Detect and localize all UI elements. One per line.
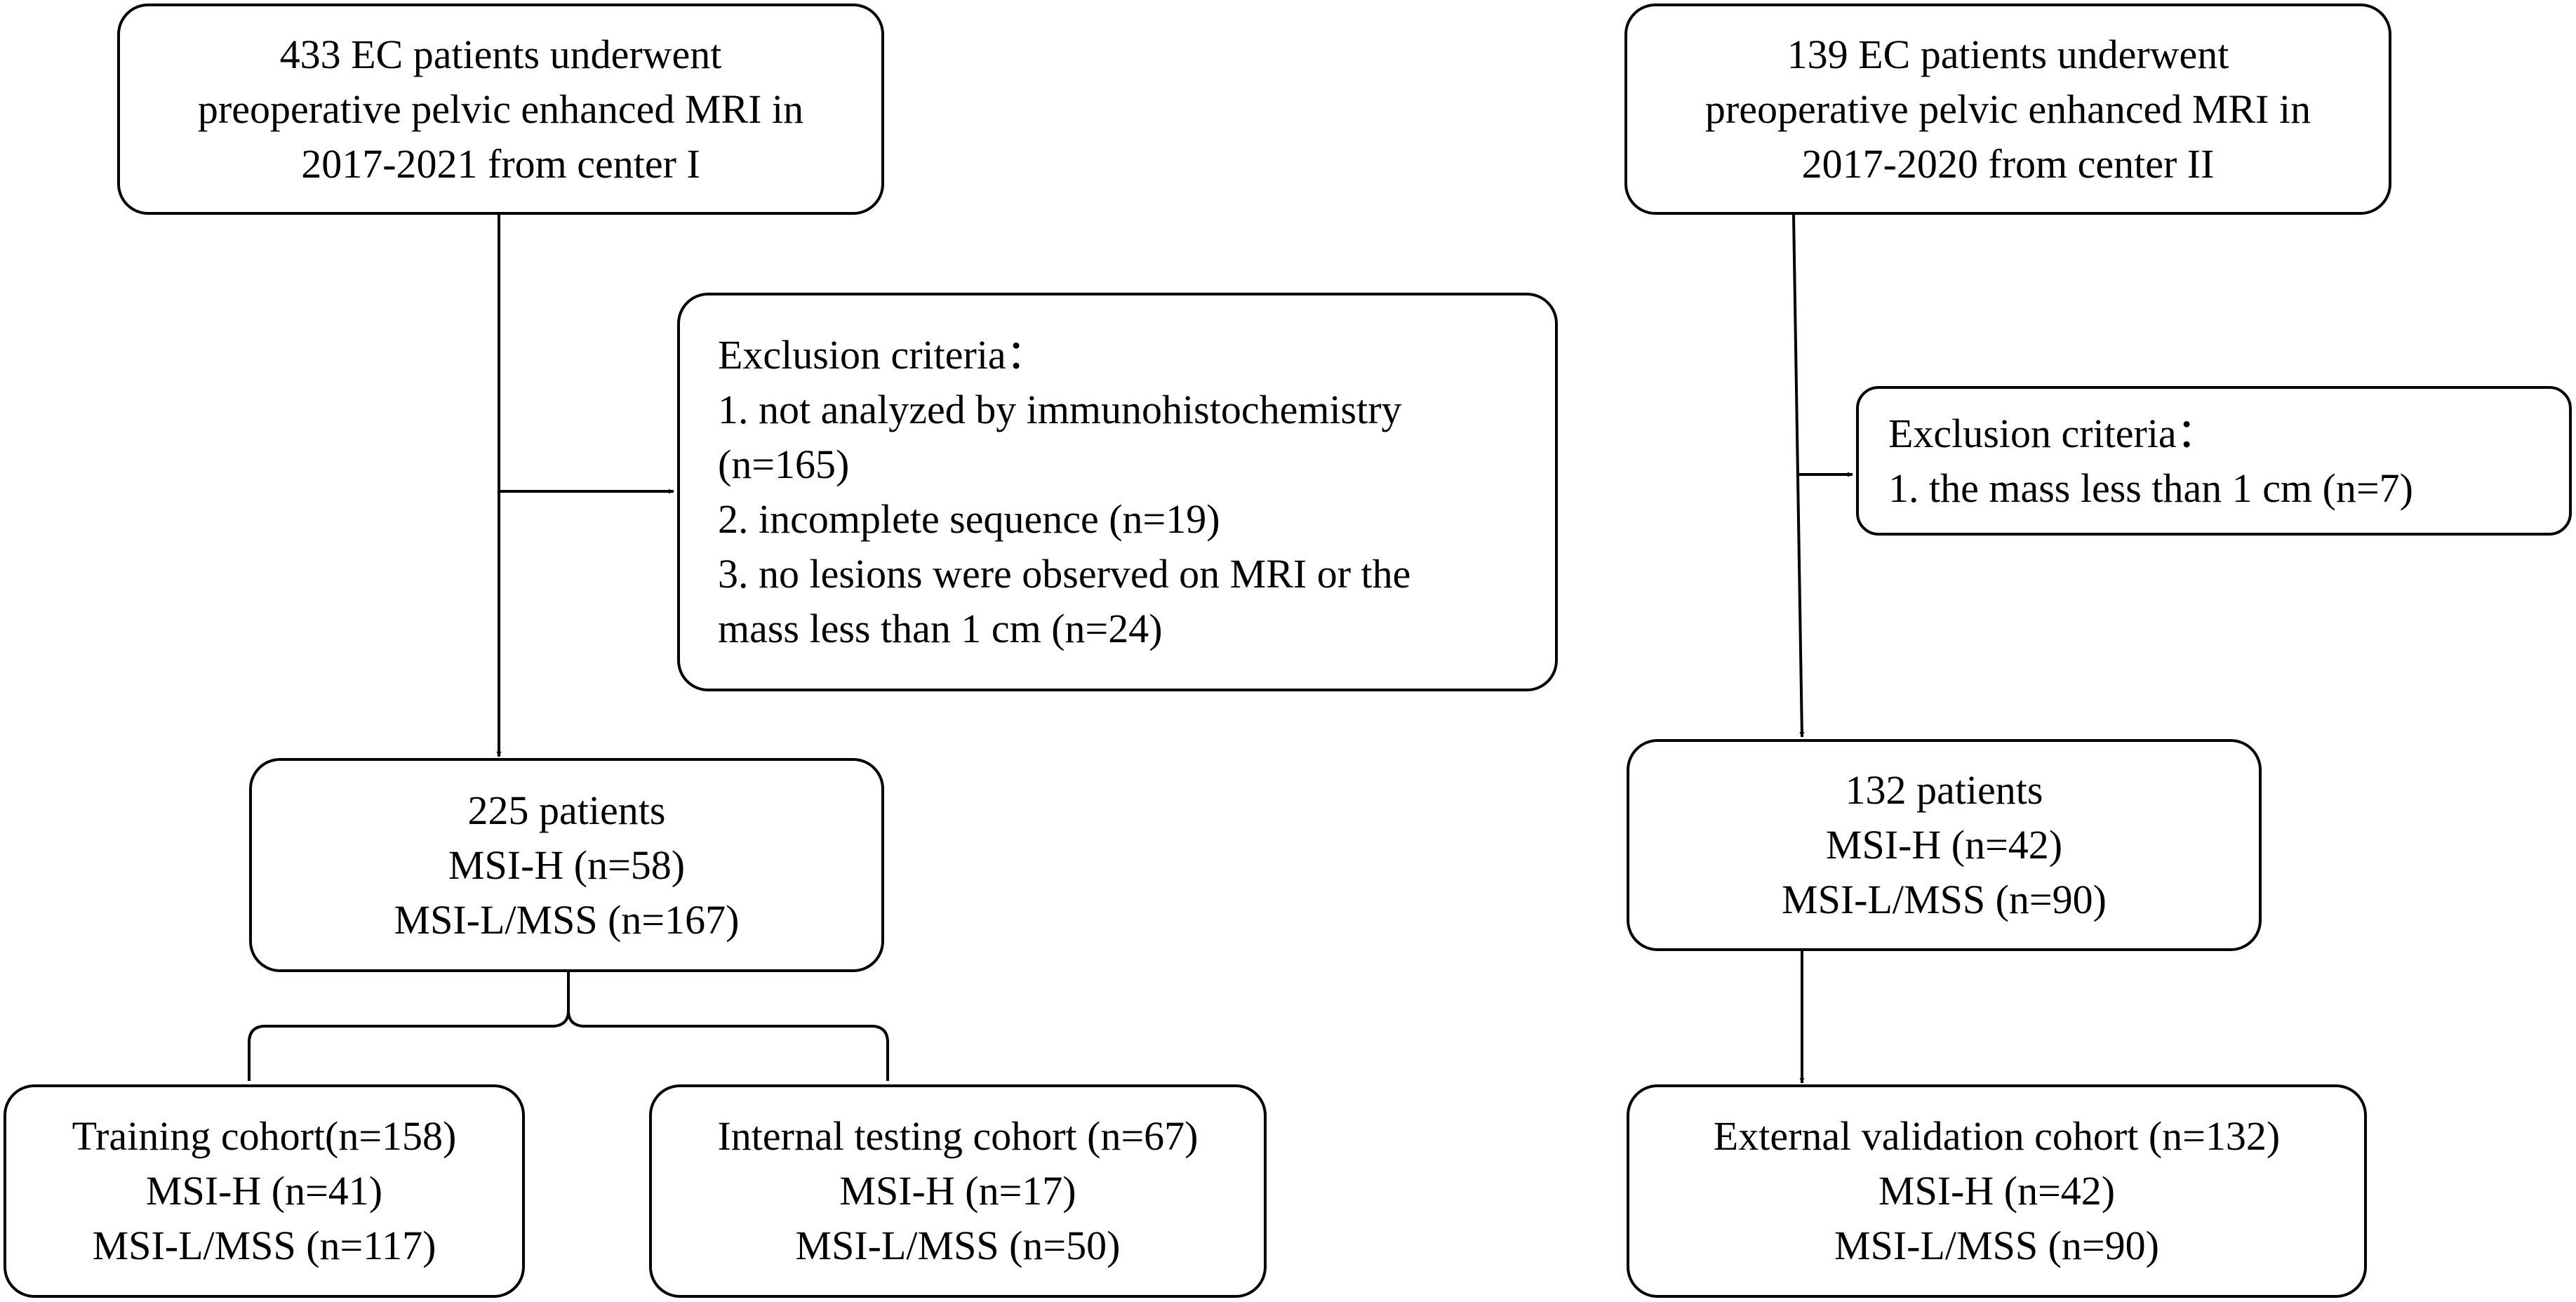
center2-exclusion-line-2: 1. the mass less than 1 cm (n=7): [1888, 465, 2413, 511]
center1-exclusion-line-4: 2. incomplete sequence (n=19): [718, 496, 1220, 542]
internal-testing-cohort-line-2: MSI-H (n=17): [839, 1168, 1076, 1214]
center1-included-box: 225 patients MSI-H (n=58) MSI-L/MSS (n=1…: [249, 758, 884, 972]
center2-source-box: 139 EC patients underwent preoperative p…: [1624, 4, 2391, 215]
training-cohort-line-1: Training cohort(n=158): [72, 1113, 457, 1159]
center2-exclusion-line-1: Exclusion criteria：: [1888, 410, 2217, 456]
training-cohort-line-2: MSI-H (n=41): [145, 1168, 383, 1214]
center1-exclusion-box: Exclusion criteria： 1. not analyzed by i…: [677, 293, 1558, 691]
split-bracket: [248, 972, 889, 1081]
center2-included-line-1: 132 patients: [1845, 767, 2043, 813]
center1-exclusion-line-1: Exclusion criteria：: [718, 332, 1047, 378]
center1-exclusion-line-3: (n=165): [718, 441, 850, 487]
center2-included-box: 132 patients MSI-H (n=42) MSI-L/MSS (n=9…: [1627, 739, 2262, 951]
center1-exclusion-line-6: mass less than 1 cm (n=24): [718, 606, 1163, 651]
center2-exclusion-box: Exclusion criteria： 1. the mass less tha…: [1856, 386, 2572, 536]
center1-source-line-3: 2017-2021 from center I: [301, 140, 700, 187]
center2-included-line-2: MSI-H (n=42): [1825, 822, 2063, 868]
center1-included-line-3: MSI-L/MSS (n=167): [394, 896, 740, 943]
center1-source-line-2: preoperative pelvic enhanced MRI in: [197, 86, 804, 132]
center1-exclusion-line-5: 3. no lesions were observed on MRI or th…: [718, 551, 1411, 597]
center1-included-line-1: 225 patients: [467, 787, 666, 833]
training-cohort-line-3: MSI-L/MSS (n=117): [92, 1223, 436, 1268]
internal-testing-cohort-line-1: Internal testing cohort (n=67): [717, 1113, 1199, 1159]
center1-included-line-2: MSI-H (n=58): [448, 842, 686, 888]
center2-source-line-2: preoperative pelvic enhanced MRI in: [1704, 86, 2311, 132]
center1-exclusion-line-2: 1. not analyzed by immunohistochemistry: [718, 387, 1402, 432]
center1-source-line-1: 433 EC patients underwent: [279, 31, 722, 77]
external-validation-cohort-line-1: External validation cohort (n=132): [1713, 1113, 2281, 1159]
external-validation-cohort-line-3: MSI-L/MSS (n=90): [1834, 1223, 2159, 1268]
center2-source-line-3: 2017-2020 from center II: [1801, 140, 2215, 187]
center1-source-box: 433 EC patients underwent preoperative p…: [117, 4, 884, 215]
center2-included-line-3: MSI-L/MSS (n=90): [1782, 877, 2107, 922]
internal-testing-cohort-line-3: MSI-L/MSS (n=50): [795, 1223, 1121, 1268]
training-cohort-box: Training cohort(n=158) MSI-H (n=41) MSI-…: [4, 1084, 525, 1298]
internal-testing-cohort-box: Internal testing cohort (n=67) MSI-H (n=…: [649, 1084, 1267, 1298]
external-validation-cohort-box: External validation cohort (n=132) MSI-H…: [1627, 1084, 2367, 1298]
external-validation-cohort-line-2: MSI-H (n=42): [1878, 1168, 2116, 1214]
center2-source-line-1: 139 EC patients underwent: [1787, 31, 2229, 77]
